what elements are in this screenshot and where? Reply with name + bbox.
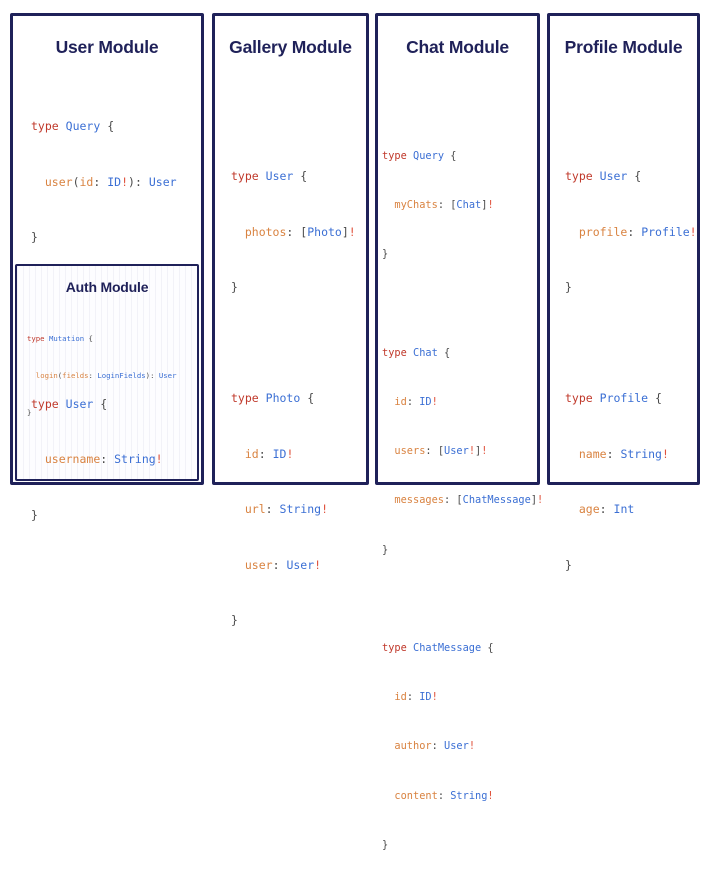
card-title-chat-module: Chat Module bbox=[406, 37, 509, 57]
module-board: User Module type Query { user(id: ID!): … bbox=[10, 13, 700, 851]
card-title-user-module: User Module bbox=[55, 37, 159, 57]
code-block-auth-module: type Mutation { login(fields: LoginField… bbox=[27, 334, 177, 417]
card-chat-module[interactable]: Chat Module type Query { myChats: [Chat]… bbox=[375, 13, 543, 851]
card-title-profile-module: Profile Module bbox=[564, 37, 683, 57]
card-title-gallery-module: Gallery Module bbox=[229, 37, 352, 57]
code-block-profile-module: type User { profile: Profile! } type Pro… bbox=[565, 169, 697, 572]
card-user-module[interactable]: User Module type Query { user(id: ID!): … bbox=[10, 13, 204, 522]
card-profile-module[interactable]: Profile Module type User { profile: Prof… bbox=[547, 13, 700, 572]
card-gallery-module[interactable]: Gallery Module type User { photos: [Phot… bbox=[212, 13, 369, 627]
card-title-auth-module: Auth Module bbox=[65, 279, 149, 295]
code-block-gallery-module: type User { photos: [Photo]! } type Phot… bbox=[231, 169, 356, 627]
code-block-chat-module: type Query { myChats: [Chat]! } type Cha… bbox=[382, 149, 544, 851]
card-auth-module[interactable]: Auth Module type Mutation { login(fields… bbox=[15, 264, 199, 481]
code-block-user-module: type Query { user(id: ID!): User } type … bbox=[31, 119, 177, 522]
